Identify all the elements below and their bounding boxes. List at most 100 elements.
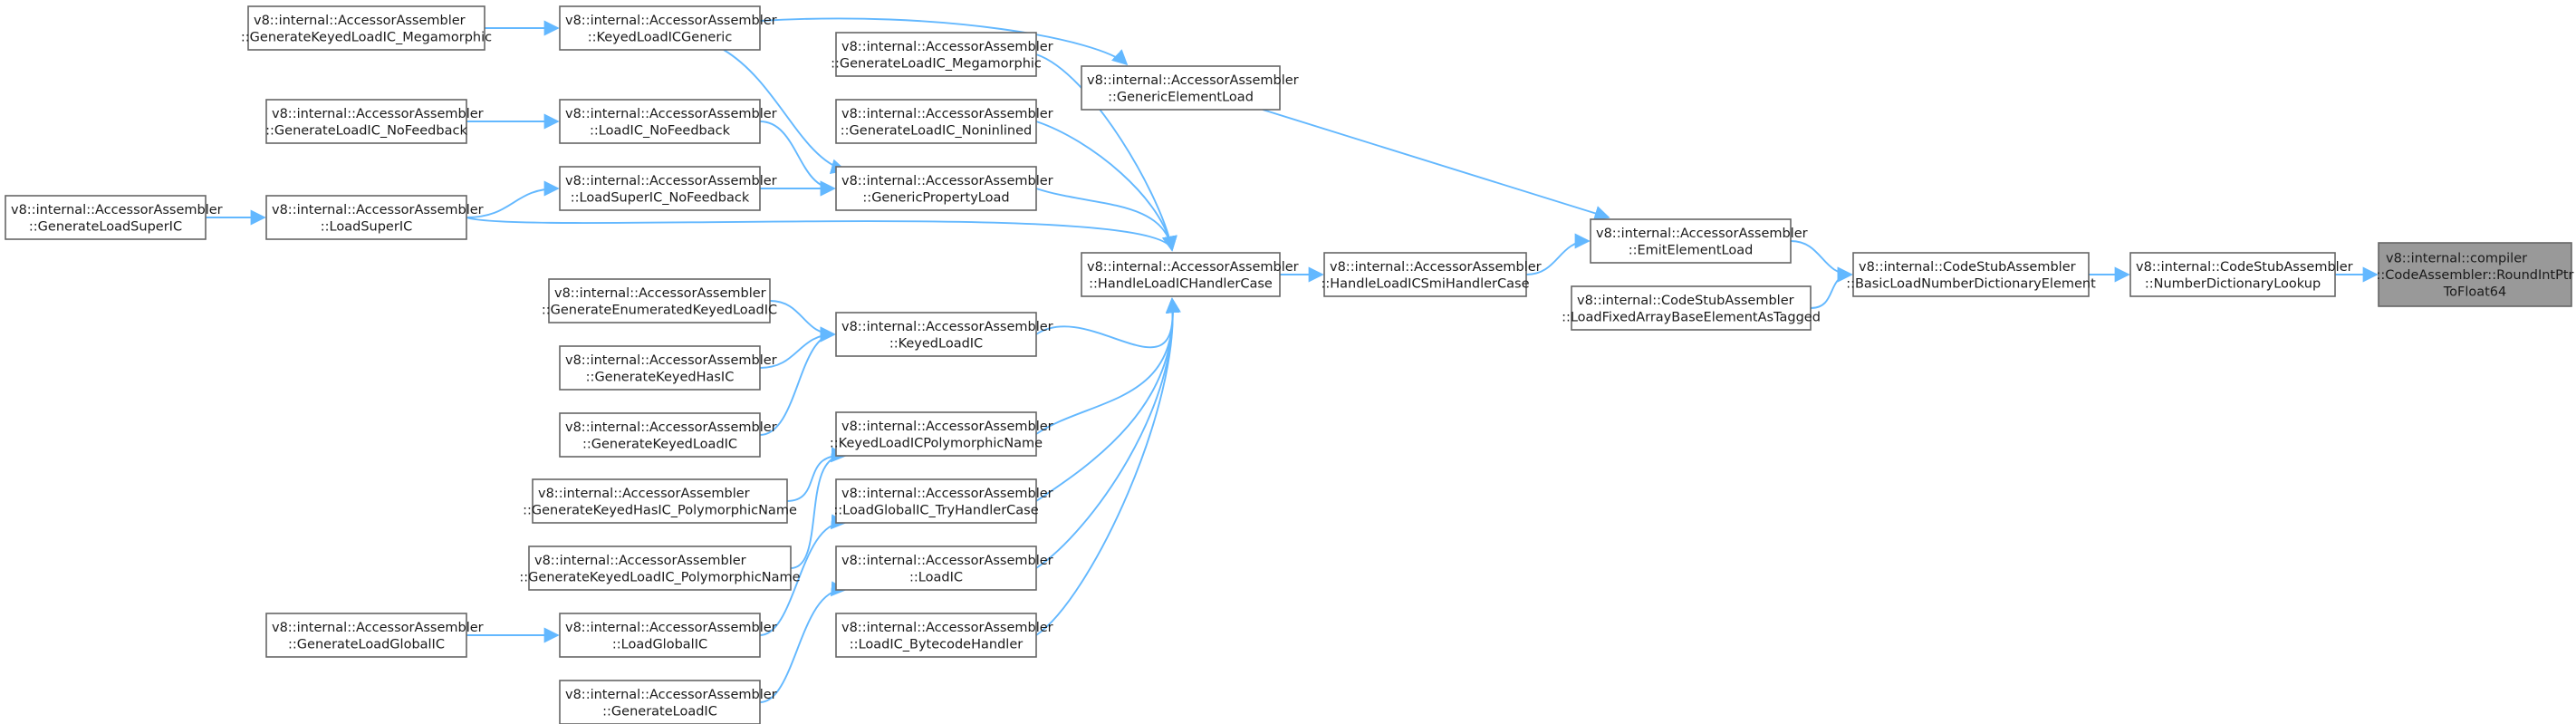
- node-label-line: v8::internal::AccessorAssembler: [565, 688, 777, 702]
- graph-node-gkhic[interactable]: v8::internal::AccessorAssembler::Generat…: [559, 345, 777, 391]
- graph-node-loadic[interactable]: v8::internal::AccessorAssembler::LoadIC: [835, 545, 1053, 591]
- node-label-line: ::LoadIC: [909, 570, 963, 584]
- graph-node-gklpn[interactable]: v8::internal::AccessorAssembler::Generat…: [519, 545, 801, 591]
- node-box: [247, 5, 485, 51]
- edge-lfabe-to-blnde: [1810, 266, 1853, 309]
- edge-licbh-to-hlh: [1035, 297, 1181, 636]
- node-box: [1323, 252, 1527, 297]
- edge-lgic-to-lgthc: [759, 514, 847, 636]
- node-box: [265, 99, 467, 144]
- graph-node-licbh[interactable]: v8::internal::AccessorAssembler::LoadIC_…: [835, 613, 1053, 658]
- graph-node-lfabe[interactable]: v8::internal::CodeStubAssembler::LoadFix…: [1562, 285, 1821, 331]
- graph-node-glgic[interactable]: v8::internal::AccessorAssembler::Generat…: [265, 613, 484, 658]
- node-label-line: v8::internal::AccessorAssembler: [565, 353, 777, 368]
- node-label-line: ::KeyedLoadIC: [889, 336, 983, 351]
- node-label-line: v8::internal::AccessorAssembler: [1330, 260, 1542, 275]
- node-label-line: v8::internal::AccessorAssembler: [565, 174, 777, 188]
- node-box: [265, 613, 467, 658]
- node-label-line: ::LoadIC_BytecodeHandler: [850, 637, 1023, 652]
- node-label-line: v8::internal::AccessorAssembler: [534, 554, 746, 568]
- graph-node-gpl[interactable]: v8::internal::AccessorAssembler::Generic…: [835, 166, 1053, 211]
- node-box: [559, 345, 761, 391]
- node-label-line: v8::internal::AccessorAssembler: [554, 286, 766, 301]
- node-label-line: v8::internal::AccessorAssembler: [841, 487, 1053, 501]
- node-label-line: v8::internal::AccessorAssembler: [1087, 73, 1299, 88]
- node-label-line: v8::internal::AccessorAssembler: [272, 203, 484, 217]
- node-label-line: ::GenerateLoadIC_Noninlined: [841, 123, 1032, 138]
- node-label-line: v8::internal::AccessorAssembler: [841, 554, 1053, 568]
- graph-node-hlh[interactable]: v8::internal::AccessorAssembler::HandleL…: [1081, 252, 1299, 297]
- edge-lsuper-to-hlh: [466, 217, 1177, 252]
- node-label-line: ::GenerateEnumeratedKeyedLoadIC: [542, 303, 777, 317]
- edge-gklic-to-klic: [759, 326, 836, 436]
- graph-node-glsuper[interactable]: v8::internal::AccessorAssembler::Generat…: [5, 195, 223, 240]
- graph-node-round[interactable]: v8::internal::compiler::CodeAssembler::R…: [2376, 242, 2574, 307]
- graph-node-glic[interactable]: v8::internal::AccessorAssembler::Generat…: [559, 680, 777, 724]
- node-box: [835, 545, 1037, 591]
- edge-hlsmi-to-eel: [1525, 233, 1591, 275]
- node-label-line: ::GenericElementLoad: [1108, 90, 1254, 104]
- node-label-line: ::LoadIC_NoFeedback: [590, 123, 731, 138]
- node-label-line: ::CodeAssembler::RoundIntPtr: [2376, 268, 2573, 283]
- node-label-line: v8::internal::AccessorAssembler: [1596, 227, 1808, 241]
- graph-node-eel[interactable]: v8::internal::AccessorAssembler::EmitEle…: [1590, 218, 1808, 264]
- graph-node-gklic[interactable]: v8::internal::AccessorAssembler::Generat…: [559, 412, 777, 458]
- graph-node-lgthc[interactable]: v8::internal::AccessorAssembler::LoadGlo…: [833, 478, 1053, 524]
- node-box: [835, 411, 1037, 457]
- node-label-line: v8::internal::AccessorAssembler: [538, 487, 750, 501]
- edge-glic-to-loadic: [759, 581, 847, 703]
- edge-lsuper-to-lsnofb: [466, 180, 560, 218]
- node-label-line: ::GenerateLoadIC: [602, 704, 717, 719]
- graph-node-glmega[interactable]: v8::internal::AccessorAssembler::Generat…: [831, 32, 1053, 77]
- graph-node-gkhpn[interactable]: v8::internal::AccessorAssembler::Generat…: [523, 478, 797, 524]
- graph-node-klic[interactable]: v8::internal::AccessorAssembler::KeyedLo…: [835, 312, 1053, 357]
- graph-node-glnonin[interactable]: v8::internal::AccessorAssembler::Generat…: [835, 99, 1053, 144]
- graph-node-lsnofb[interactable]: v8::internal::AccessorAssembler::LoadSup…: [559, 166, 777, 211]
- node-label-line: ::LoadSuperIC: [321, 219, 412, 234]
- node-label-line: ::GenericPropertyLoad: [862, 190, 1009, 205]
- edge-klicg-to-gel: [759, 17, 1129, 66]
- node-box: [528, 545, 792, 591]
- node-label-line: ::NumberDictionaryLookup: [2145, 276, 2321, 291]
- graph-node-blnde[interactable]: v8::internal::CodeStubAssembler::BasicLo…: [1846, 252, 2096, 297]
- graph-node-gklmega[interactable]: v8::internal::AccessorAssembler::Generat…: [241, 5, 492, 51]
- node-box: [2129, 252, 2336, 297]
- graph-node-gel[interactable]: v8::internal::AccessorAssembler::Generic…: [1081, 65, 1299, 111]
- graph-node-glnofb[interactable]: v8::internal::AccessorAssembler::Generat…: [265, 99, 484, 144]
- node-box: [532, 478, 788, 524]
- node-label-line: v8::internal::compiler: [2386, 252, 2527, 266]
- node-label-line: v8::internal::AccessorAssembler: [11, 203, 223, 217]
- node-label-line: v8::internal::AccessorAssembler: [565, 14, 777, 28]
- graph-node-ndl[interactable]: v8::internal::CodeStubAssembler::NumberD…: [2129, 252, 2353, 297]
- graph-node-hlsmi[interactable]: v8::internal::AccessorAssembler::HandleL…: [1321, 252, 1542, 297]
- node-box: [2378, 242, 2572, 307]
- node-box: [1081, 65, 1281, 111]
- node-label-line: ::GenerateKeyedHasIC_PolymorphicName: [523, 503, 797, 517]
- node-label-line: v8::internal::AccessorAssembler: [565, 420, 777, 435]
- node-label-line: v8::internal::AccessorAssembler: [1087, 260, 1299, 275]
- graph-node-lnofb[interactable]: v8::internal::AccessorAssembler::LoadIC_…: [559, 99, 777, 144]
- edge-klicpn-to-hlh: [1035, 297, 1181, 435]
- edge-klicg-to-gpl: [723, 49, 847, 175]
- node-label-line: ::LoadGlobalIC: [612, 637, 707, 652]
- node-label-line: ::LoadFixedArrayBaseElementAsTagged: [1562, 310, 1821, 324]
- node-label-line: v8::internal::AccessorAssembler: [841, 40, 1053, 54]
- node-label-line: ::LoadGlobalIC_TryHandlerCase: [833, 503, 1038, 517]
- node-box: [835, 166, 1037, 211]
- graph-node-klicpn[interactable]: v8::internal::AccessorAssembler::KeyedLo…: [830, 411, 1053, 457]
- node-box: [1852, 252, 2090, 297]
- node-label-line: ::GenerateLoadIC_NoFeedback: [265, 123, 467, 138]
- graph-node-lsuper[interactable]: v8::internal::AccessorAssembler::LoadSup…: [265, 195, 484, 240]
- node-box: [835, 613, 1037, 658]
- graph-node-klicg[interactable]: v8::internal::AccessorAssembler::KeyedLo…: [559, 5, 777, 51]
- node-box: [548, 278, 771, 323]
- node-label-line: ::GenerateKeyedLoadIC_PolymorphicName: [519, 570, 800, 584]
- node-box: [559, 5, 761, 51]
- node-label-line: ::LoadSuperIC_NoFeedback: [571, 190, 750, 205]
- graph-node-lgic[interactable]: v8::internal::AccessorAssembler::LoadGlo…: [559, 613, 777, 658]
- edge-eel-to-blnde: [1790, 240, 1853, 283]
- graph-node-geklic[interactable]: v8::internal::AccessorAssembler::Generat…: [542, 278, 777, 323]
- edge-klic-to-hlh: [1035, 297, 1181, 349]
- node-box: [559, 680, 761, 724]
